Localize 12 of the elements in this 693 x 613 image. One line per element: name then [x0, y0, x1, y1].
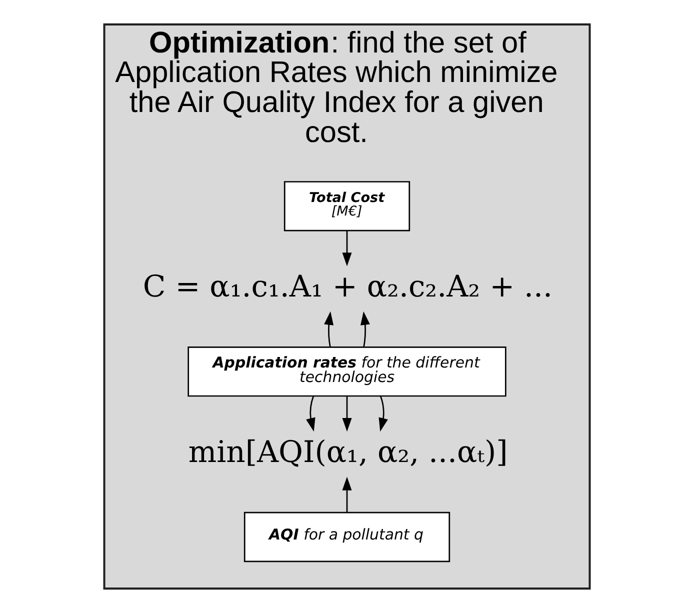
node-box: AQI for a pollutant q	[243, 512, 450, 562]
node-text: min[AQI(α₁, α₂, ...αₜ)]	[188, 434, 508, 470]
arrow	[342, 230, 352, 266]
arrow	[324, 311, 334, 347]
node-box: Total Cost [M€]	[283, 181, 410, 232]
arrow	[306, 396, 315, 432]
node-text: C = α₁.c₁.A₁ + α₂.c₂.A₂ + ...	[142, 269, 552, 304]
node-box: Application rates for the different technologies	[187, 346, 506, 397]
arrow	[360, 311, 370, 347]
arrow	[378, 396, 388, 432]
arrow	[342, 476, 352, 512]
arrow	[342, 396, 352, 432]
